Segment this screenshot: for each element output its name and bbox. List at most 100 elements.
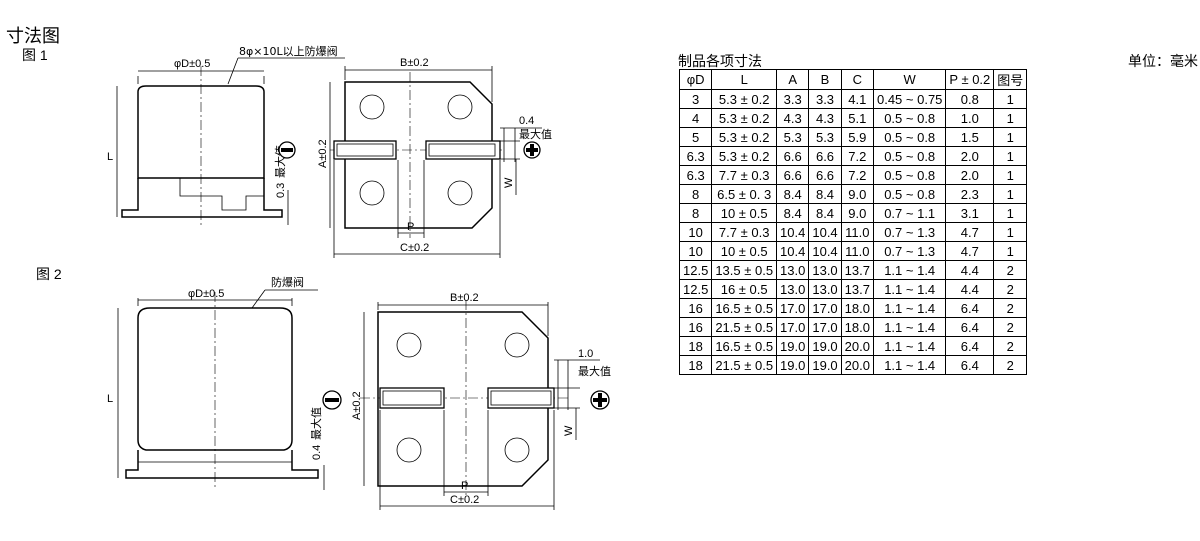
table-cell: 13.7 [840, 279, 874, 299]
table-cell: 2.0 [945, 146, 995, 166]
figure-2-label: 图 2 [36, 266, 62, 282]
table-cell: 2 [993, 355, 1028, 375]
table-cell: 9.0 [840, 203, 874, 223]
fig1-dim-p: P [407, 221, 414, 233]
table-cell: 21.5 ± 0.5 [711, 317, 778, 337]
table-cell: 6.6 [776, 146, 810, 166]
table-cell: 16.5 ± 0.5 [711, 336, 778, 356]
table-cell: 18 [678, 336, 713, 356]
table-cell: 5 [678, 127, 713, 147]
table-cell: 0.7 ~ 1.3 [872, 222, 947, 242]
table-cell: 0.7 ~ 1.1 [872, 203, 947, 223]
table-cell: 3.1 [945, 203, 995, 223]
table-cell: 6.4 [945, 355, 995, 375]
table-cell: 5.9 [840, 127, 874, 147]
fig2-dim-a: A±0.2 [351, 391, 363, 420]
table-header: 制品各项寸法 单位：毫米 [678, 51, 1198, 71]
table-cell: 7.7 ± 0.3 [711, 222, 778, 242]
table-cell: 4.7 [945, 222, 995, 242]
page-title: 寸法图 [6, 26, 60, 47]
table-cell: 18 [678, 355, 713, 375]
table-cell: 10 [678, 241, 713, 261]
table-cell: 0.5 ~ 0.8 [872, 127, 947, 147]
table-cell: 4.3 [776, 108, 810, 128]
fig2-dim-l: L [107, 393, 113, 405]
fig2-vent-note: 防爆阀 [271, 275, 304, 289]
table-cell: 17.0 [776, 317, 810, 337]
table-unit: 单位：毫米 [1128, 54, 1198, 70]
table-cell: 1 [993, 241, 1028, 261]
table-cell: 2.0 [945, 165, 995, 185]
table-cell: 6.6 [808, 165, 842, 185]
table-cell: 6.4 [945, 298, 995, 318]
table-cell: 2 [993, 260, 1028, 280]
table-cell: 4.7 [945, 241, 995, 261]
table-cell: 3.3 [776, 89, 810, 109]
fig1-dim-04: 0.4 [519, 115, 534, 127]
table-cell: 0.5 ~ 0.8 [872, 184, 947, 204]
fig1-dim-03: 0.3 [275, 183, 287, 198]
table-cell: 1.1 ~ 1.4 [872, 279, 947, 299]
fig1-bottom-view: B±0.2 A±0.2 0.4 最大值 W P C±0.2 [317, 57, 552, 258]
table-cell: 1 [993, 108, 1028, 128]
column-header: B [808, 69, 842, 90]
table-cell: 20.0 [840, 336, 874, 356]
table-cell: 0.7 ~ 1.3 [872, 241, 947, 261]
fig1-side-view: φD±0.5 8φ×10L以上防爆阀 L 0.3 最大值 [107, 44, 345, 225]
table-cell: 13.5 ± 0.5 [711, 260, 778, 280]
table-cell: 6.6 [808, 146, 842, 166]
table-cell: 13.0 [808, 260, 842, 280]
table-cell: 10.4 [808, 241, 842, 261]
table-cell: 1 [993, 184, 1028, 204]
table-cell: 4 [678, 108, 713, 128]
table-cell: 21.5 ± 0.5 [711, 355, 778, 375]
table-cell: 18.0 [840, 298, 874, 318]
table-cell: 1.1 ~ 1.4 [872, 317, 947, 337]
table-cell: 16 ± 0.5 [711, 279, 778, 299]
table-cell: 19.0 [808, 355, 842, 375]
table-cell: 1 [993, 222, 1028, 242]
fig2-side-view: φD±0.5 防爆阀 L 0.4 最大值 [107, 275, 342, 490]
table-cell: 1 [993, 127, 1028, 147]
fig1-max-label: 最大值 [519, 127, 552, 141]
table-cell: 7.2 [840, 146, 874, 166]
fig1-dim-w: W [503, 177, 515, 188]
column-header: C [840, 69, 874, 90]
table-cell: 18.0 [840, 317, 874, 337]
table-cell: 2 [993, 317, 1028, 337]
column-header: W [872, 69, 947, 90]
table-cell: 12.5 [678, 279, 713, 299]
figure-1-label: 图 1 [22, 47, 48, 63]
table-cell: 1.5 [945, 127, 995, 147]
fig2-max-label-vertical: 最大值 [309, 407, 323, 440]
table-cell: 4.3 [808, 108, 842, 128]
table-cell: 16 [678, 298, 713, 318]
table-cell: 13.0 [776, 260, 810, 280]
column-header: φD [678, 69, 713, 90]
table-cell: 7.2 [840, 165, 874, 185]
fig1-dim-b: B±0.2 [400, 57, 429, 69]
table-cell: 10.4 [776, 222, 810, 242]
column-header: A [776, 69, 810, 90]
fig1-vent-note: 8φ×10L以上防爆阀 [239, 44, 338, 58]
table-cell: 8.4 [808, 203, 842, 223]
fig2-dim-b: B±0.2 [450, 292, 479, 304]
column-header: L [711, 69, 778, 90]
table-cell: 5.3 ± 0.2 [711, 146, 778, 166]
table-cell: 19.0 [808, 336, 842, 356]
table-cell: 1.1 ~ 1.4 [872, 355, 947, 375]
table-title: 制品各项寸法 [678, 54, 762, 70]
fig2-dim-10: 1.0 [578, 348, 593, 360]
